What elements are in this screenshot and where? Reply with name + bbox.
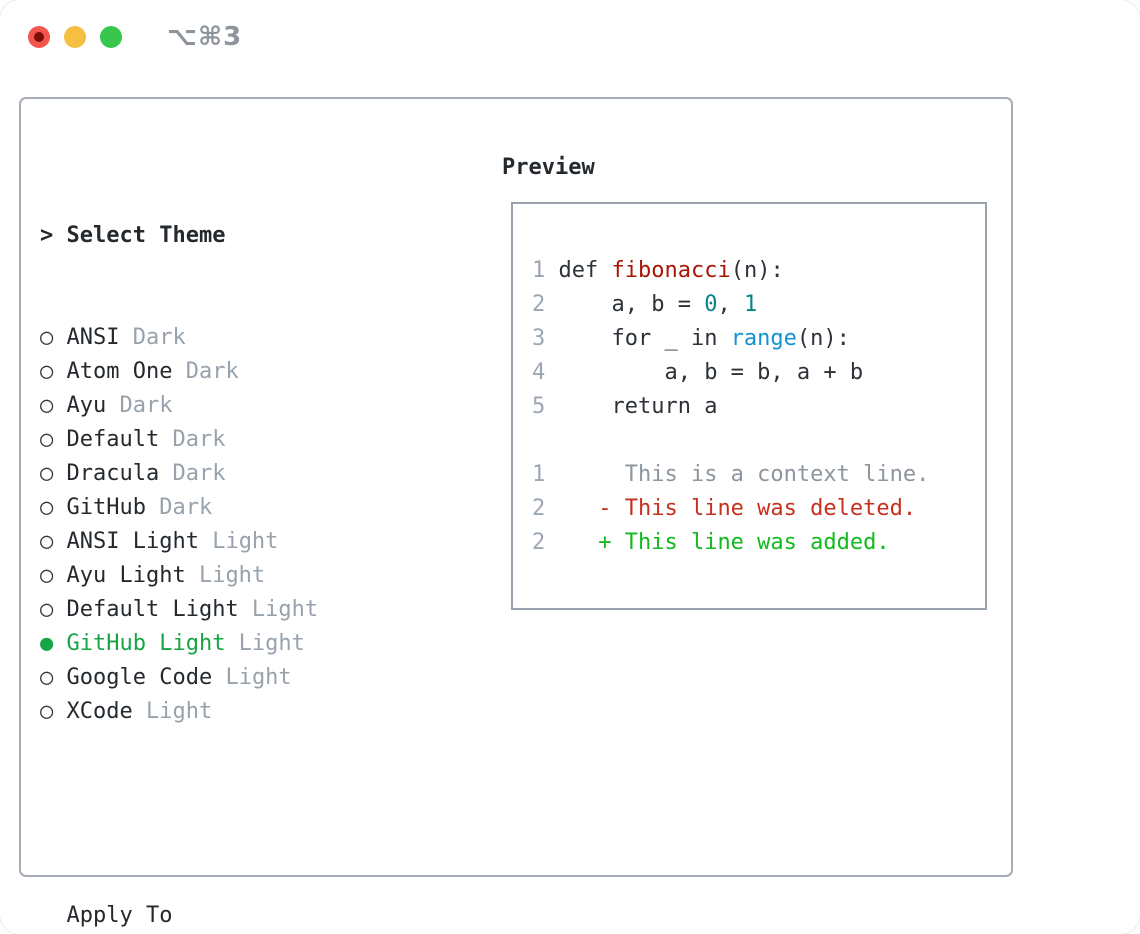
theme-variant-label: Light	[185, 563, 266, 588]
theme-name: XCode	[53, 699, 133, 724]
code-token: a, b =	[558, 292, 705, 317]
theme-variant-label: Dark	[145, 495, 213, 520]
blank-line	[532, 424, 985, 458]
minimize-button[interactable]	[64, 26, 86, 48]
modified-indicator-icon	[34, 32, 44, 42]
radio-icon: ○	[40, 665, 54, 690]
theme-name: Dracula	[53, 461, 160, 486]
code-token: 1	[743, 292, 758, 317]
theme-variant-label: Light	[238, 597, 319, 622]
radio-icon: ○	[40, 699, 54, 724]
theme-name: ANSI	[53, 325, 120, 350]
code-token: for _ in	[558, 326, 731, 351]
theme-variant-label: Dark	[119, 325, 186, 350]
code-line: 5 return a	[532, 390, 985, 424]
radio-icon: ○	[40, 359, 54, 384]
radio-icon: ○	[40, 597, 54, 622]
theme-variant-label: Light	[132, 699, 213, 724]
code-token: fibonacci	[611, 258, 731, 283]
theme-picker-panel: > Select Theme ○ ANSI Dark○ Atom One Dar…	[19, 97, 1013, 928]
titlebar: ⌥⌘3	[0, 0, 1140, 74]
line-number: 4	[532, 360, 559, 385]
radio-selected-icon: ●	[40, 631, 54, 656]
radio-icon: ○	[40, 427, 54, 452]
line-number: 1	[532, 462, 559, 487]
line-number: 2	[532, 496, 559, 521]
theme-name: ANSI Light	[53, 529, 199, 554]
theme-option-ayu-light[interactable]: ○ Ayu Light Light	[40, 559, 480, 593]
code-token: ,	[717, 292, 744, 317]
line-number: 1	[532, 258, 559, 283]
code-token: return a	[558, 394, 718, 419]
theme-name: Ayu	[53, 393, 107, 418]
radio-icon: ○	[40, 393, 54, 418]
code-token: + This line was added.	[558, 530, 890, 555]
selection-caret-icon: >	[40, 223, 54, 248]
line-number: 3	[532, 326, 559, 351]
theme-variant-label: Dark	[159, 461, 226, 486]
theme-variant-label: Dark	[172, 359, 239, 384]
theme-option-xcode[interactable]: ○ XCode Light	[40, 695, 480, 729]
code-token: (n):	[796, 326, 850, 351]
apply-to-header-label: Apply To	[66, 903, 173, 928]
theme-option-github[interactable]: ○ GitHub Dark	[40, 491, 480, 525]
code-line: 2 a, b = 0, 1	[532, 288, 985, 322]
radio-icon: ○	[40, 563, 54, 588]
line-number: 5	[532, 394, 559, 419]
code-line: 4 a, b = b, a + b	[532, 356, 985, 390]
theme-name: GitHub Light	[53, 631, 226, 656]
select-theme-header: > Select Theme	[40, 219, 480, 253]
diff-context-line: 1 This is a context line.	[532, 458, 985, 492]
theme-option-ayu[interactable]: ○ Ayu Dark	[40, 389, 480, 423]
theme-option-github-light[interactable]: ● GitHub Light Light	[40, 627, 480, 661]
theme-picker-left-column: > Select Theme ○ ANSI Dark○ Atom One Dar…	[40, 151, 480, 934]
window-title: ⌥⌘3	[167, 22, 243, 52]
code-line: 3 for _ in range(n):	[532, 322, 985, 356]
code-token: def	[558, 258, 612, 283]
radio-icon: ○	[40, 495, 54, 520]
diff-deleted-line: 2 - This line was deleted.	[532, 492, 985, 526]
theme-option-dracula[interactable]: ○ Dracula Dark	[40, 457, 480, 491]
code-token: 0	[704, 292, 718, 317]
radio-icon: ○	[40, 529, 54, 554]
theme-option-atom-one[interactable]: ○ Atom One Dark	[40, 355, 480, 389]
preview-header: Preview	[502, 155, 595, 180]
theme-variant-label: Dark	[106, 393, 173, 418]
theme-option-default-light[interactable]: ○ Default Light Light	[40, 593, 480, 627]
theme-variant-label: Light	[225, 631, 305, 656]
theme-name: Ayu Light	[53, 563, 186, 588]
radio-icon: ○	[40, 325, 54, 350]
theme-option-default[interactable]: ○ Default Dark	[40, 423, 480, 457]
select-theme-header-label: Select Theme	[66, 223, 226, 248]
code-token: range	[730, 326, 797, 351]
theme-variant-label: Light	[212, 665, 292, 690]
diff-added-line: 2 + This line was added.	[532, 526, 985, 560]
theme-name: Default Light	[53, 597, 239, 622]
code-token: (n):	[730, 258, 784, 283]
code-token: - This line was deleted.	[558, 496, 917, 521]
spacer-row	[40, 797, 480, 831]
theme-variant-label: Light	[198, 529, 279, 554]
line-number: 2	[532, 530, 559, 555]
code-token: a, b = b, a + b	[558, 360, 864, 385]
theme-option-ansi-light[interactable]: ○ ANSI Light Light	[40, 525, 480, 559]
theme-name: Default	[53, 427, 160, 452]
theme-variant-label: Dark	[159, 427, 226, 452]
theme-list: ○ ANSI Dark○ Atom One Dark○ Ayu Dark○ De…	[40, 321, 480, 729]
theme-name: Google Code	[53, 665, 213, 690]
theme-name: Atom One	[53, 359, 173, 384]
theme-option-ansi[interactable]: ○ ANSI Dark	[40, 321, 480, 355]
radio-icon: ○	[40, 461, 54, 486]
theme-option-google-code[interactable]: ○ Google Code Light	[40, 661, 480, 695]
zoom-button[interactable]	[100, 26, 122, 48]
apply-to-header: Apply To	[40, 899, 480, 933]
close-button[interactable]	[28, 26, 50, 48]
theme-name: GitHub	[53, 495, 146, 520]
code-token: This is a context line.	[558, 462, 930, 487]
line-number: 2	[532, 292, 559, 317]
code-line: 1 def fibonacci(n):	[532, 254, 985, 288]
